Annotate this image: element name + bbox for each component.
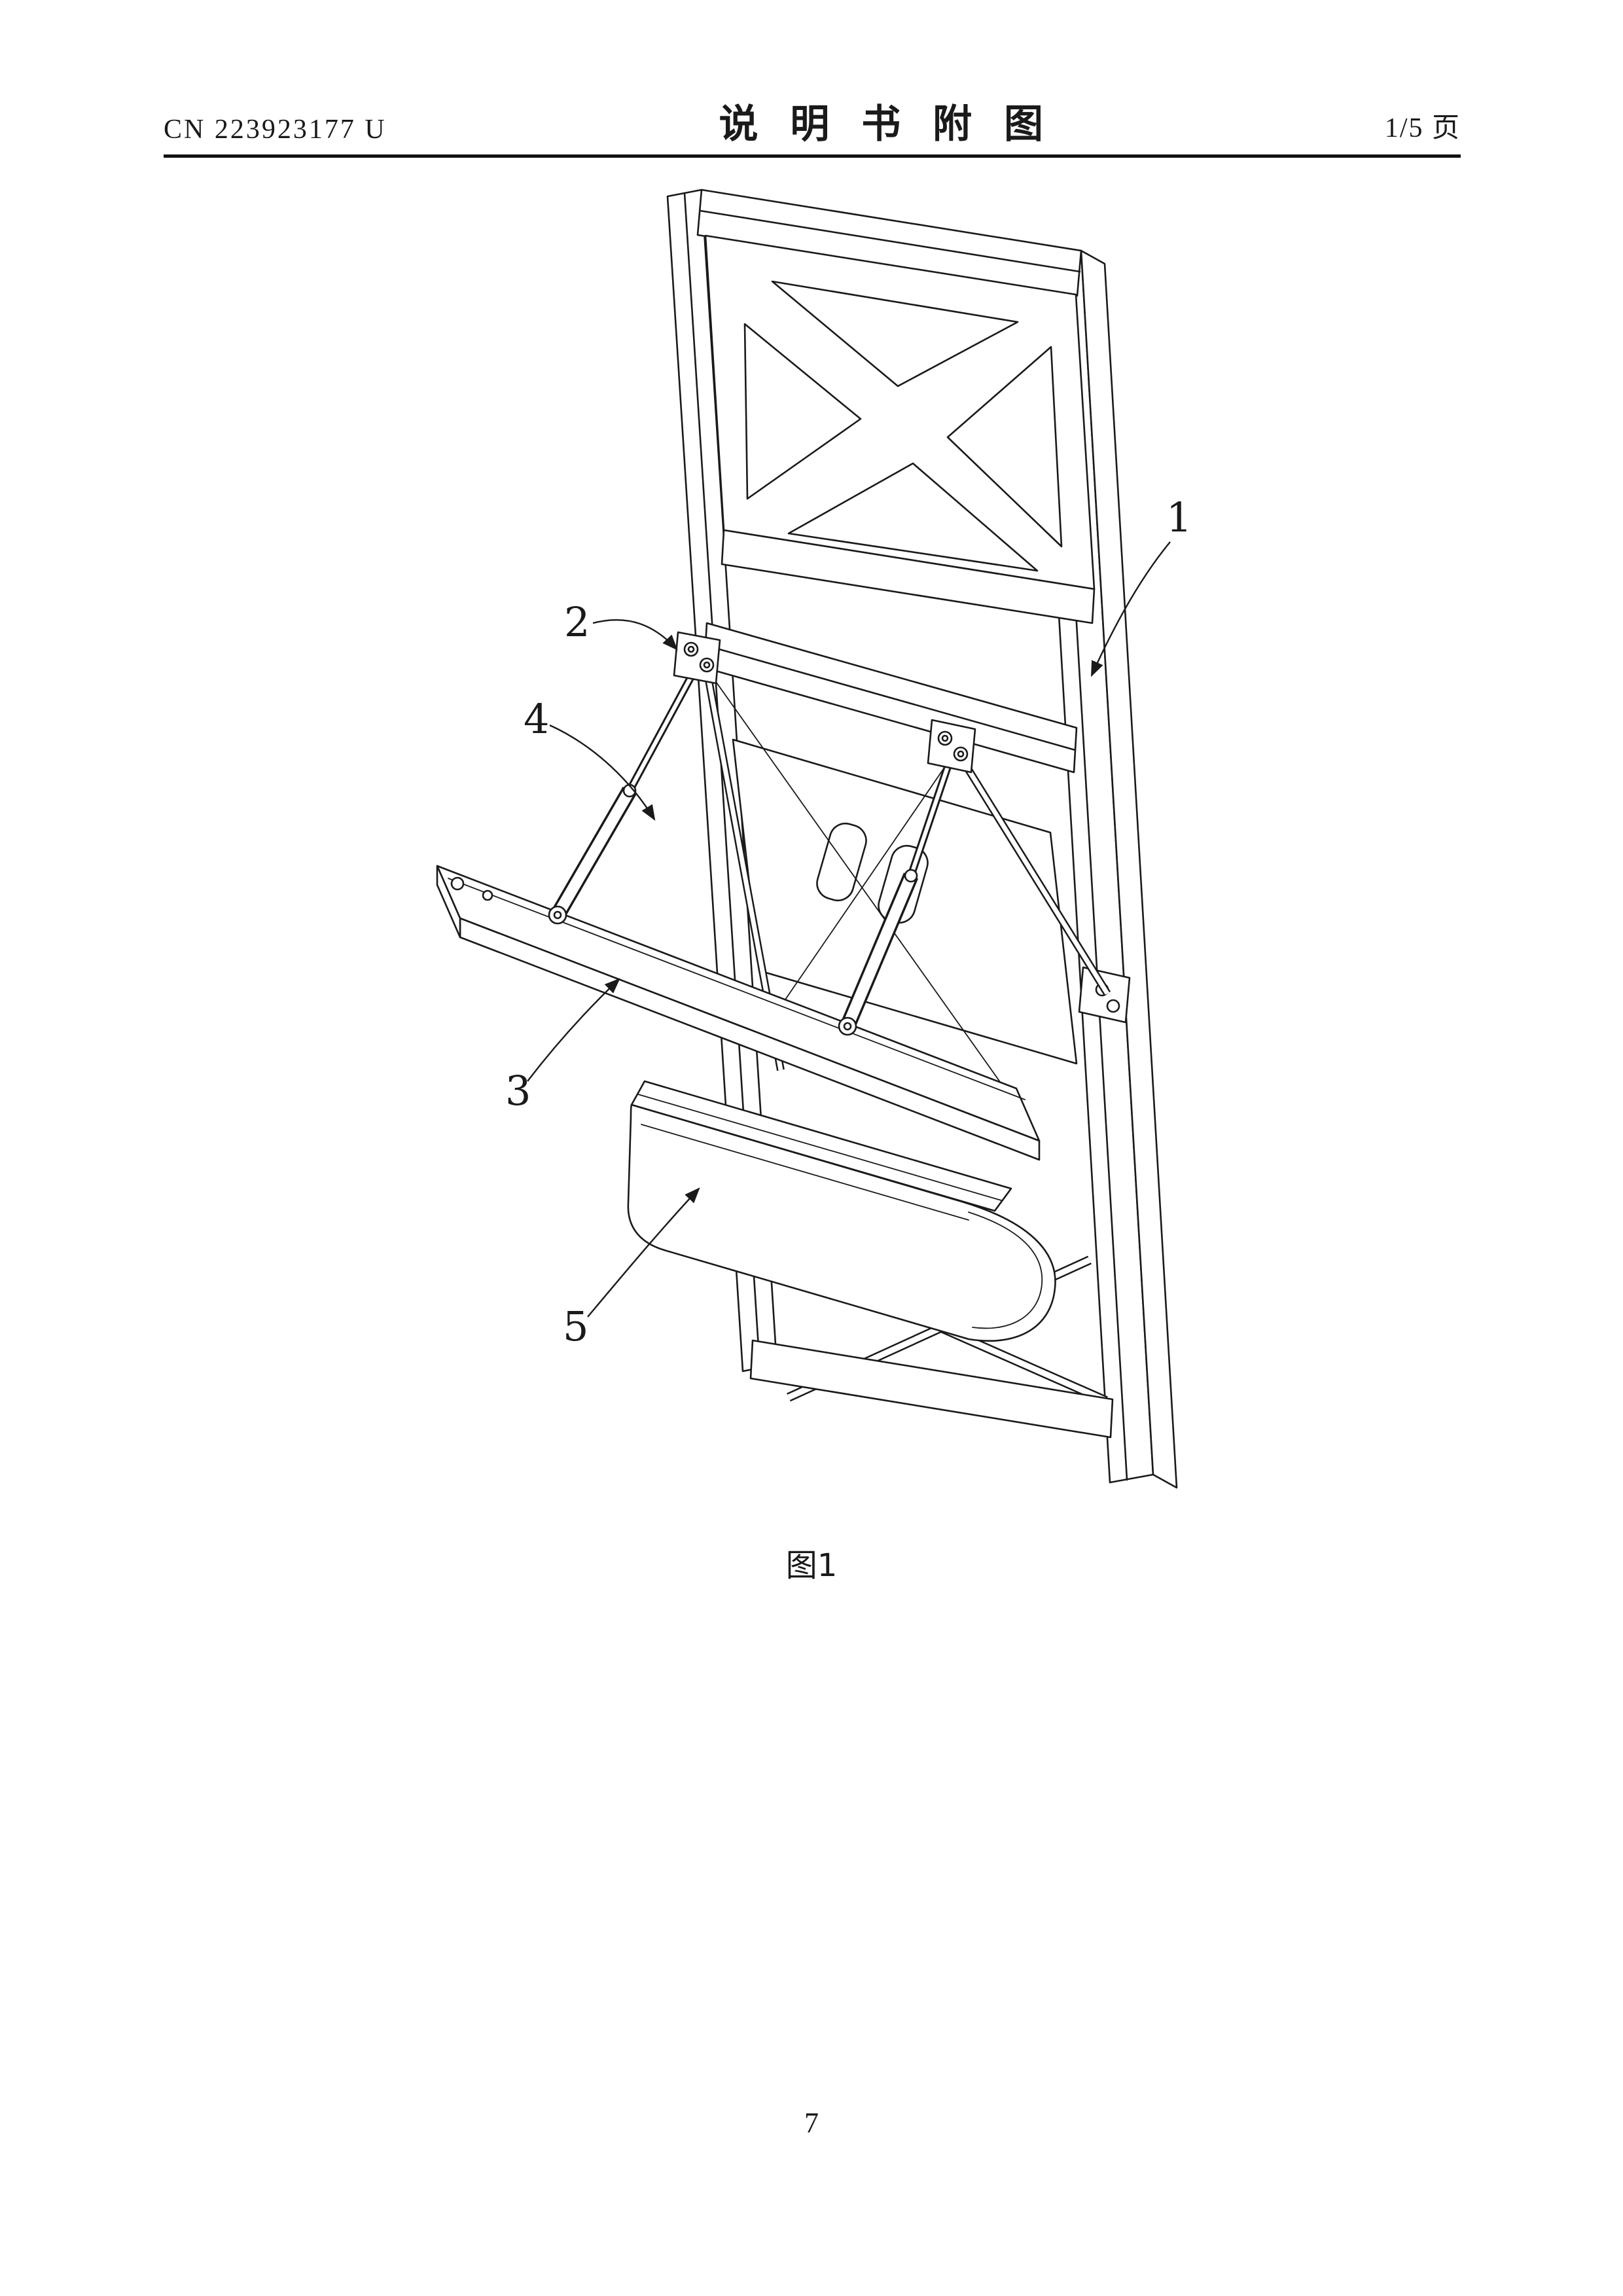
page-indicator: 1/5 页	[1384, 113, 1461, 143]
ref-label-1: 1	[1166, 493, 1192, 541]
document-number: CN 223923177 U	[164, 115, 387, 145]
storage-box	[627, 1080, 1056, 1342]
linkage-links	[702, 661, 1111, 1112]
page-header: CN 223923177 U 说 明 书 附 图 1/5 页	[164, 98, 1461, 147]
header-rule	[164, 154, 1461, 158]
page-title: 说 明 书 附 图	[719, 101, 1053, 147]
figure-caption: 图1	[785, 1547, 838, 1584]
leader-line-2	[592, 619, 678, 651]
reference-annotations: 1 2 4 3 5	[505, 493, 1192, 1350]
leader-line-4	[549, 724, 656, 821]
ref-label-3: 3	[505, 1067, 531, 1115]
ref-label-5: 5	[563, 1302, 588, 1350]
pivot-brackets	[673, 631, 976, 774]
ref-label-2: 2	[564, 598, 590, 646]
leader-line-1	[1090, 541, 1171, 677]
leader-line-5	[587, 1187, 700, 1318]
ref-label-4: 4	[524, 695, 549, 743]
page-number: 7	[804, 2107, 819, 2139]
frame-structure	[666, 188, 1178, 1489]
leader-line-3	[527, 978, 620, 1082]
